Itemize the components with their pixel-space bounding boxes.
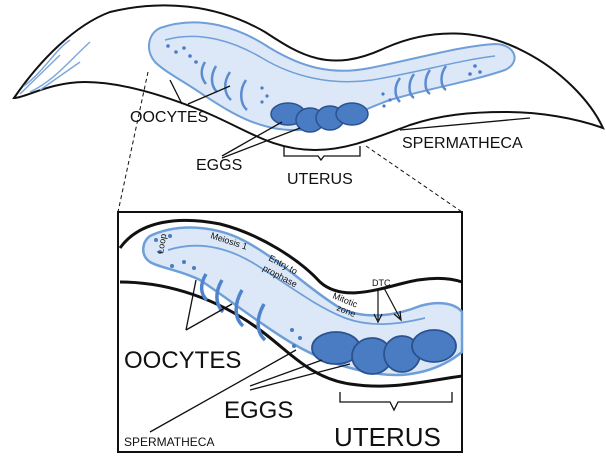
inset-label-eggs: EGGS	[224, 397, 293, 424]
inset-label-spermatheca: SPERMATHECA	[124, 435, 214, 449]
top-label-spermatheca: SPERMATHECA	[402, 135, 523, 152]
worm-overview: OOCYTES EGGS UTERUS SPERMATHECA	[14, 5, 603, 188]
inset-panel: Loop Meiosis 1 Entry to prophase Mitotic…	[118, 212, 462, 452]
top-label-eggs: EGGS	[196, 157, 242, 174]
inset-label-uterus: UTERUS	[334, 422, 441, 452]
top-label-oocytes: OOCYTES	[130, 109, 208, 126]
inset-label-dtc: DTC	[372, 278, 391, 288]
top-label-uterus: UTERUS	[287, 171, 353, 188]
inset-label-oocytes: OOCYTES	[124, 347, 241, 374]
